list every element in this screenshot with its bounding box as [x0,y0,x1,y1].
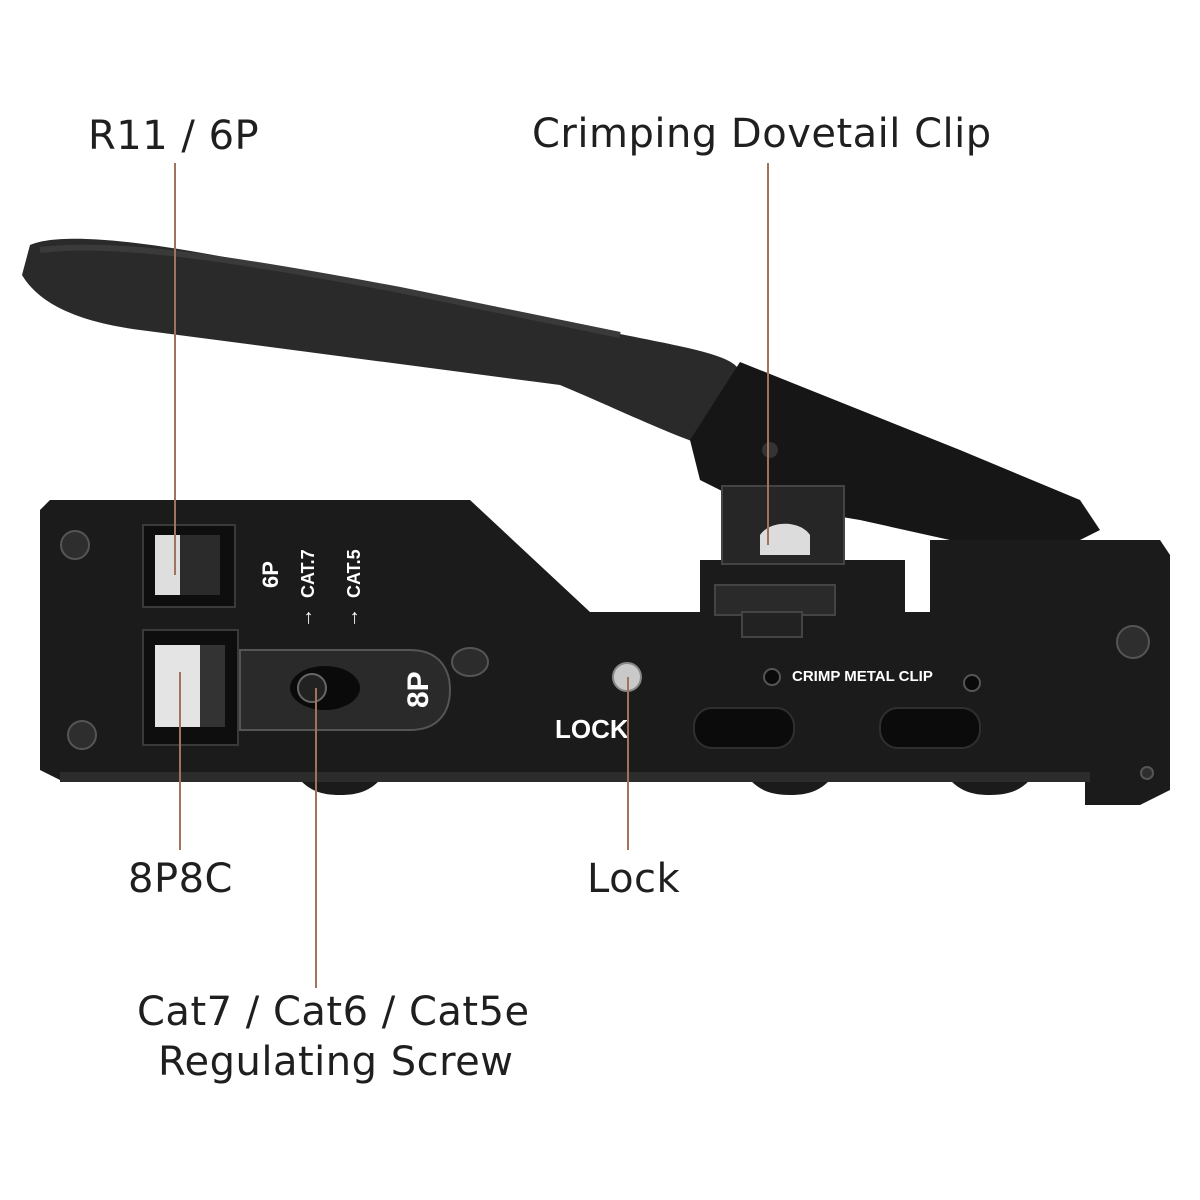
callout-lock: Lock [587,856,681,902]
body-screw-right [1116,625,1150,659]
dovetail-jaw-cavity [760,523,810,555]
dovetail-lower-die [714,584,836,616]
tool-body-bottom-edge [60,772,1090,782]
handle-grip-highlight [39,244,621,338]
regulating-screw-head [297,673,327,703]
port-8p-insert [200,645,225,727]
callout-dovetail-clip: Crimping Dovetail Clip [532,111,992,157]
body-screw-bottom-left [67,720,97,750]
crimp-metal-clip-hole-right [963,674,981,692]
marking-8p: 8P [402,671,435,708]
grip-recess-right [879,707,981,749]
callout-8p8c: 8P8C [128,856,233,902]
dovetail-base-block [741,611,803,638]
marking-lock: LOCK [555,714,629,744]
crimp-metal-clip-hole-left [763,668,781,686]
grip-recess-left [693,707,795,749]
callout-screw-line1: Cat7 / Cat6 / Cat5e [137,989,530,1035]
marking-arrow-cat7: → [295,608,317,628]
handle-lever [690,362,1100,560]
port-6p-insert [180,535,220,595]
marking-cat5: CAT.5 [344,549,364,598]
body-screw-small-right [1140,766,1154,780]
marking-cat7: CAT.7 [298,549,318,598]
marking-6p: 6P [258,561,283,588]
marking-arrow-cat5: → [341,608,363,628]
regulating-slot-knob [451,647,489,677]
handle-pivot-screw [762,442,778,458]
handle-grip [22,238,740,450]
callout-screw-line2: Regulating Screw [158,1039,514,1085]
marking-crimp-metal-clip: CRIMP METAL CLIP [792,668,933,685]
body-screw-top-left [60,530,90,560]
callout-rj11: R11 / 6P [88,113,260,159]
